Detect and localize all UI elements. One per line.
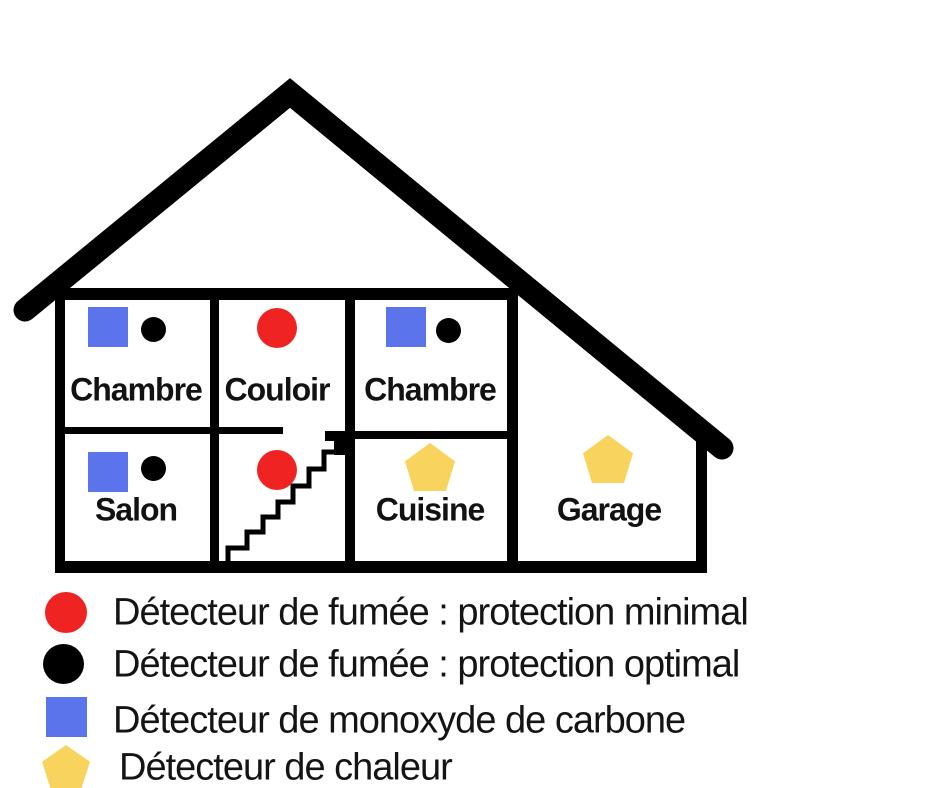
smoke-detector-optimal-icon [141,456,166,481]
legend-label-heat: Détecteur de chaleur [119,746,453,788]
roof [13,78,734,460]
room-label-couloir: Couloir [224,371,331,408]
smoke-detector-optimal-icon [141,317,166,342]
wall-floor-divider-left [62,427,283,434]
legend-smoke-optimal-icon [43,644,84,684]
legend-co-icon [46,697,87,737]
room-label-salon: Salon [94,491,178,528]
wall-top [55,288,518,300]
co-detector-icon [386,307,426,347]
legend-smoke-minimal-icon [45,592,87,633]
legend-label-co: Détecteur de monoxyde de carbone [113,699,686,742]
stair-landing-stub [334,441,345,455]
wall-left [55,288,65,573]
staircase [225,449,345,565]
smoke-detector-minimal-icon [257,308,297,348]
wall-garage-right [696,432,707,573]
wall-cuisine-top [355,431,509,439]
wall-right-main [507,288,518,573]
legend-label-smoke-minimal: Détecteur de fumée : protection minimal [113,591,749,634]
co-detector-icon [88,307,128,347]
legend-label-smoke-optimal: Détecteur de fumée : protection optimal [113,643,740,686]
room-label-chambre-right: Chambre [364,371,497,408]
room-label-chambre-left: Chambre [70,371,203,408]
co-detector-icon [88,452,128,492]
stair-landing [325,431,345,441]
smoke-detector-minimal-icon [257,450,297,490]
room-label-garage: Garage [556,491,662,528]
smoke-detector-optimal-icon [436,318,461,343]
wall-bottom [55,561,707,573]
wall-divider-couloir-chambre [345,295,355,565]
room-label-cuisine: Cuisine [375,491,486,528]
